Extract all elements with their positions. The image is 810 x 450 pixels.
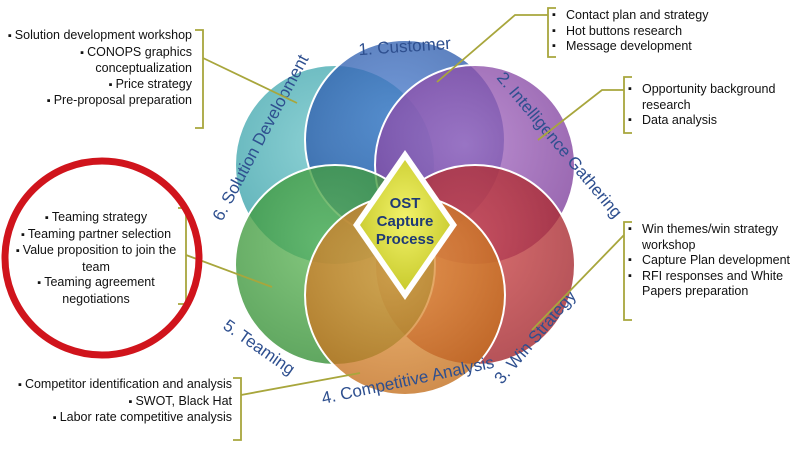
notes-intelligence-gathering: Opportunity background research Data ana…	[628, 82, 803, 129]
center-label-line1: OST	[390, 195, 421, 212]
notes-win-strategy: Win themes/win strategy workshop Capture…	[628, 222, 803, 300]
note-item: Opportunity background research	[628, 82, 803, 113]
note-item: Hot buttons research	[552, 24, 752, 40]
note-item: Message development	[552, 39, 752, 55]
highlight-ring	[1, 157, 203, 359]
center-label-line3: Process	[376, 231, 434, 248]
note-item: Solution development workshop	[6, 28, 192, 45]
note-item: Competitor identification and analysis	[12, 377, 232, 394]
callout-line-solution	[195, 29, 298, 129]
center-label-line2: Capture	[377, 213, 434, 230]
callout-line-competitive	[233, 372, 361, 441]
note-item: SWOT, Black Hat	[12, 394, 232, 411]
note-item: Teaming partner selection	[8, 227, 184, 244]
callout-line-intelligence	[537, 76, 632, 141]
note-item: Teaming strategy	[8, 210, 184, 227]
note-item: Value proposition to join the team	[8, 243, 184, 275]
note-item: RFI responses and White Papers preparati…	[628, 269, 803, 300]
notes-teaming: Teaming strategy Teaming partner selecti…	[8, 210, 184, 307]
note-item: Contact plan and strategy	[552, 8, 752, 24]
note-item: Pre-proposal preparation	[6, 93, 192, 110]
note-item: Teaming agreement negotiations	[8, 275, 184, 307]
note-item: Data analysis	[628, 113, 803, 129]
note-item: CONOPS graphics conceptualization	[6, 45, 192, 77]
notes-competitive-analysis: Competitor identification and analysis S…	[12, 377, 232, 427]
note-item: Win themes/win strategy workshop	[628, 222, 803, 253]
note-item: Capture Plan development	[628, 253, 803, 269]
notes-solution-development: Solution development workshop CONOPS gra…	[6, 28, 192, 110]
center-diamond-fill	[360, 160, 450, 290]
note-item: Price strategy	[6, 77, 192, 94]
note-item: Labor rate competitive analysis	[12, 410, 232, 427]
notes-customer: Contact plan and strategy Hot buttons re…	[552, 8, 752, 55]
